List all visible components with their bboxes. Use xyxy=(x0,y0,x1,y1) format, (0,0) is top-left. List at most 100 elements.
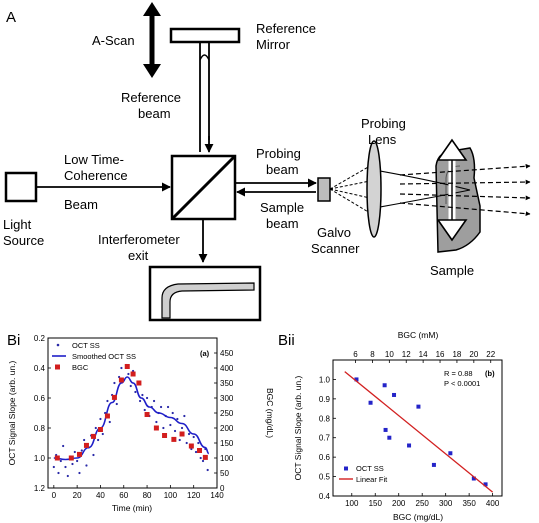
bi-oct-ss-point xyxy=(176,417,179,421)
bii-top-tick-label: 22 xyxy=(486,350,495,359)
bi-legend-oct: OCT SS xyxy=(72,341,100,350)
bi-bgc-point xyxy=(97,427,103,432)
bi-oct-ss-point xyxy=(59,459,62,463)
bi-y-tick-label: 0.4 xyxy=(34,364,46,373)
bii-y-tick-label: 1.0 xyxy=(319,375,331,384)
panel-bii-label: Bii xyxy=(278,332,295,349)
bi-oct-ss-point xyxy=(99,417,102,421)
oct-schematic: A A-Scan Reference Mirror Reference beam… xyxy=(3,2,531,322)
bi-legend-smooth: Smoothed OCT SS xyxy=(72,352,136,361)
bi-bgc-point xyxy=(179,431,185,437)
beam-splitter xyxy=(170,154,237,221)
output-beams xyxy=(399,163,531,217)
scan-fan xyxy=(329,165,371,214)
bi-bgc-point xyxy=(162,433,168,438)
bi-y2-axis-label: BGC (mg/dL) xyxy=(265,388,275,438)
bi-oct-ss-point xyxy=(120,366,123,370)
bi-legend-bgc: BGC xyxy=(72,363,89,372)
sample-beam-label-line2: beam xyxy=(266,216,299,231)
panel-a-label: A xyxy=(6,9,16,26)
bi-bgc-point xyxy=(104,413,110,419)
reference-beam-label-line1: Reference xyxy=(121,90,181,105)
bi-x-tick-label: 0 xyxy=(52,491,57,500)
beam-label: Beam xyxy=(64,197,98,212)
bi-y2-tick-label: 50 xyxy=(220,469,229,478)
bi-y-tick-label: 0.6 xyxy=(34,394,46,403)
panel-bi-label: Bi xyxy=(7,332,20,349)
bi-oct-ss-point xyxy=(192,435,195,439)
bi-oct-ss-point xyxy=(64,465,67,469)
bii-top-tick-label: 12 xyxy=(402,350,411,359)
depth-arrow-icon xyxy=(436,138,468,242)
bi-bgc-point xyxy=(54,455,60,461)
probing-beam-label-line1: Probing xyxy=(256,146,301,161)
bii-x-tick-label: 350 xyxy=(462,499,476,508)
bii-x-tick-label: 100 xyxy=(345,499,359,508)
bi-x-tick-label: 80 xyxy=(143,491,152,500)
bii-oct-ss-point xyxy=(354,377,359,382)
low-coherence-label-line1: Low Time- xyxy=(64,152,124,167)
bi-y2-tick-label: 150 xyxy=(220,439,234,448)
bi-y2-tick-label: 250 xyxy=(220,409,234,418)
bi-y2-tick-label: 200 xyxy=(220,424,234,433)
bii-x-tick-label: 150 xyxy=(369,499,383,508)
bi-oct-ss-point xyxy=(106,399,109,403)
bi-bgc-point xyxy=(153,425,159,431)
bi-oct-ss-point xyxy=(206,468,209,472)
bi-oct-ss-point xyxy=(152,399,156,403)
bi-y2-tick-label: 400 xyxy=(220,364,234,373)
a-scan-label: A-Scan xyxy=(92,33,135,48)
bi-oct-ss-point xyxy=(145,396,149,400)
light-source-label-line2: Source xyxy=(3,233,44,248)
bii-oct-ss-point xyxy=(471,476,476,481)
bi-oct-ss-point xyxy=(187,432,191,436)
reference-mirror-label-line2: Mirror xyxy=(256,37,291,52)
focused-beam xyxy=(379,170,471,208)
bii-legend: OCT SS Linear Fit xyxy=(339,464,388,484)
bi-oct-ss-point xyxy=(169,423,172,427)
bi-smoothed-line xyxy=(53,376,210,461)
bi-oct-ss-point xyxy=(92,453,95,457)
bi-oct-ss-point xyxy=(201,459,205,463)
reference-mirror-label-line1: Reference xyxy=(256,21,316,36)
bi-legend-oct-marker xyxy=(56,343,60,347)
bi-oct-ss-point xyxy=(197,441,200,445)
bii-oct-ss-point xyxy=(392,392,397,397)
bi-oct-ss-point xyxy=(194,450,198,454)
probing-beam xyxy=(235,178,317,197)
bi-oct-ss-point xyxy=(199,456,202,460)
bii-plot-frame xyxy=(332,359,503,497)
bii-oct-ss-point xyxy=(431,462,436,467)
bii-top-tick-label: 18 xyxy=(452,350,461,359)
bi-oct-ss-point xyxy=(129,384,132,388)
bi-oct-ss-point xyxy=(138,399,142,403)
bii-legend-oct-marker xyxy=(344,466,348,471)
bi-legend: OCT SS Smoothed OCT SS BGC xyxy=(52,341,136,372)
bi-y-axis-label: OCT Signal Slope (arb. un.) xyxy=(7,360,17,465)
bii-stat-p: P < 0.0001 xyxy=(444,379,480,388)
bii-oct-ss-point xyxy=(382,383,387,388)
bi-x-tick-label: 60 xyxy=(119,491,128,500)
bii-linear-fit-line xyxy=(344,371,494,493)
galvo-label-line1: Galvo xyxy=(317,225,351,240)
bii-top-tick-label: 8 xyxy=(370,350,375,359)
bi-oct-ss-point xyxy=(66,474,69,478)
sample-beam-label-line1: Sample xyxy=(260,200,304,215)
bi-x-axis-label: Time (min) xyxy=(112,503,152,513)
reference-beam xyxy=(199,42,214,153)
bi-bgc-point xyxy=(90,433,96,439)
bii-top-tick-label: 16 xyxy=(436,350,445,359)
bi-oct-ss-point xyxy=(173,429,177,433)
bi-y-tick-label: 1.2 xyxy=(34,484,46,493)
bi-oct-ss-point xyxy=(62,444,65,448)
probing-lens-label-line1: Probing xyxy=(361,116,406,131)
bii-y-tick-label: 0.7 xyxy=(319,434,331,443)
bi-data-marks xyxy=(52,363,210,478)
bii-oct-ss-point xyxy=(448,451,453,456)
interferometer-label-line1: Interferometer xyxy=(98,232,180,247)
bi-bgc-point xyxy=(118,377,124,383)
bi-oct-ss-point xyxy=(155,420,158,424)
light-source-label-line1: Light xyxy=(3,217,32,232)
